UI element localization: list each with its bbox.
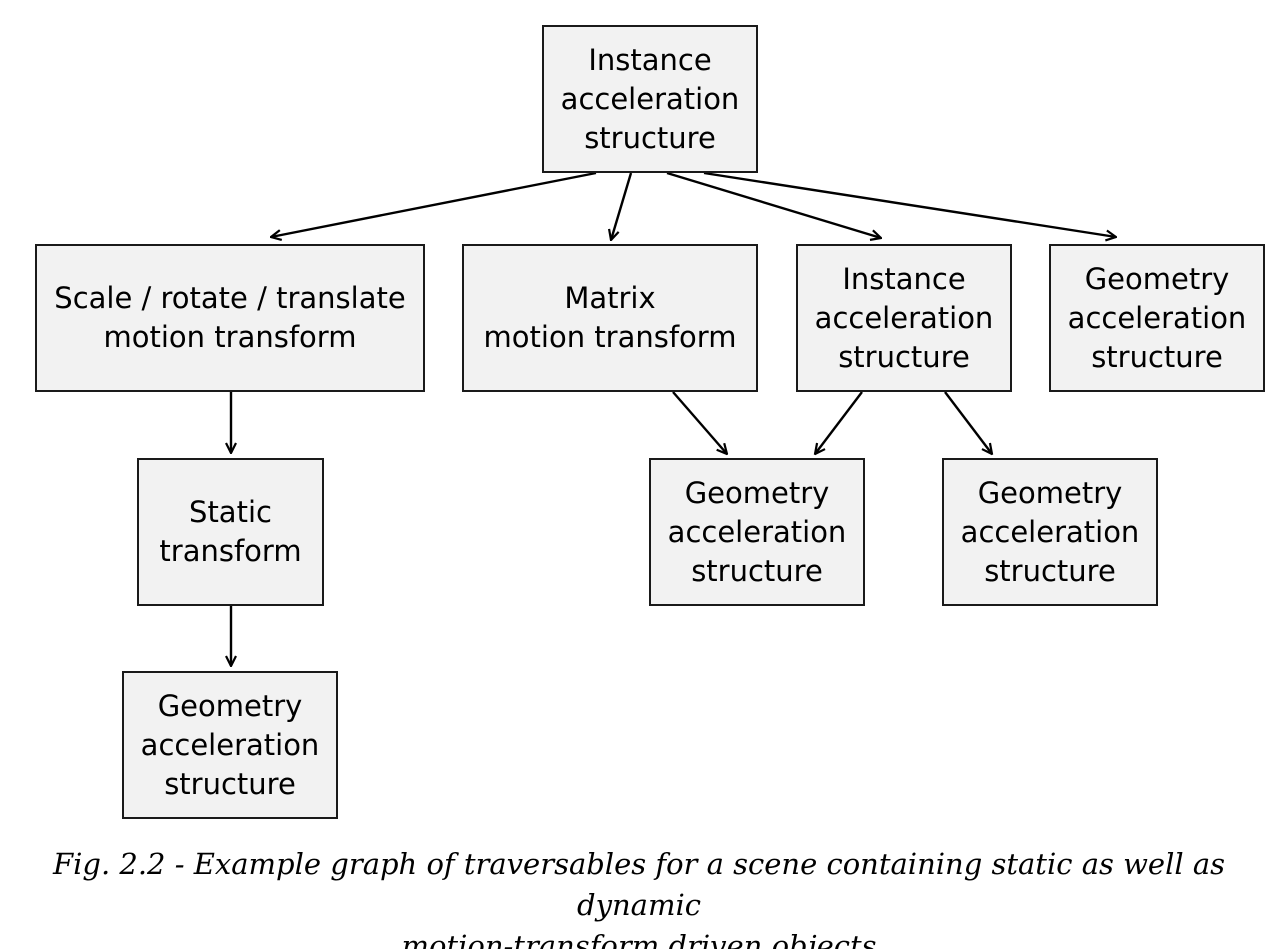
node-srt-motion-transform: Scale / rotate / translate motion transf…	[35, 244, 425, 392]
node-child-instance-acceleration-structure: Instance acceleration structure	[796, 244, 1012, 392]
edge-child-ias-to-gas-right	[944, 391, 992, 454]
node-geometry-acceleration-structure-bottom-left: Geometry acceleration structure	[122, 671, 338, 819]
edge-root-to-srt-motion	[271, 171, 597, 237]
edge-root-to-matrix-motion	[611, 172, 633, 240]
edge-child-ias-to-gas-shared	[815, 391, 863, 454]
node-geometry-acceleration-structure-top-right: Geometry acceleration structure	[1049, 244, 1265, 392]
node-geometry-acceleration-structure-shared: Geometry acceleration structure	[649, 458, 865, 606]
edge-root-to-gas-top-right	[703, 171, 1116, 237]
figure-caption-line-2: motion-transform driven objects	[401, 929, 877, 949]
node-root-instance-acceleration-structure: Instance acceleration structure	[542, 25, 758, 173]
node-matrix-motion-transform: Matrix motion transform	[462, 244, 758, 392]
figure-caption-line-1: Fig. 2.2 - Example graph of traversables…	[52, 847, 1226, 922]
node-geometry-acceleration-structure-right: Geometry acceleration structure	[942, 458, 1158, 606]
figure-caption: Fig. 2.2 - Example graph of traversables…	[0, 844, 1278, 949]
node-static-transform: Static transform	[137, 458, 324, 606]
edge-root-to-child-ias	[666, 171, 881, 238]
edge-matrix-motion-to-gas-shared	[672, 391, 727, 454]
